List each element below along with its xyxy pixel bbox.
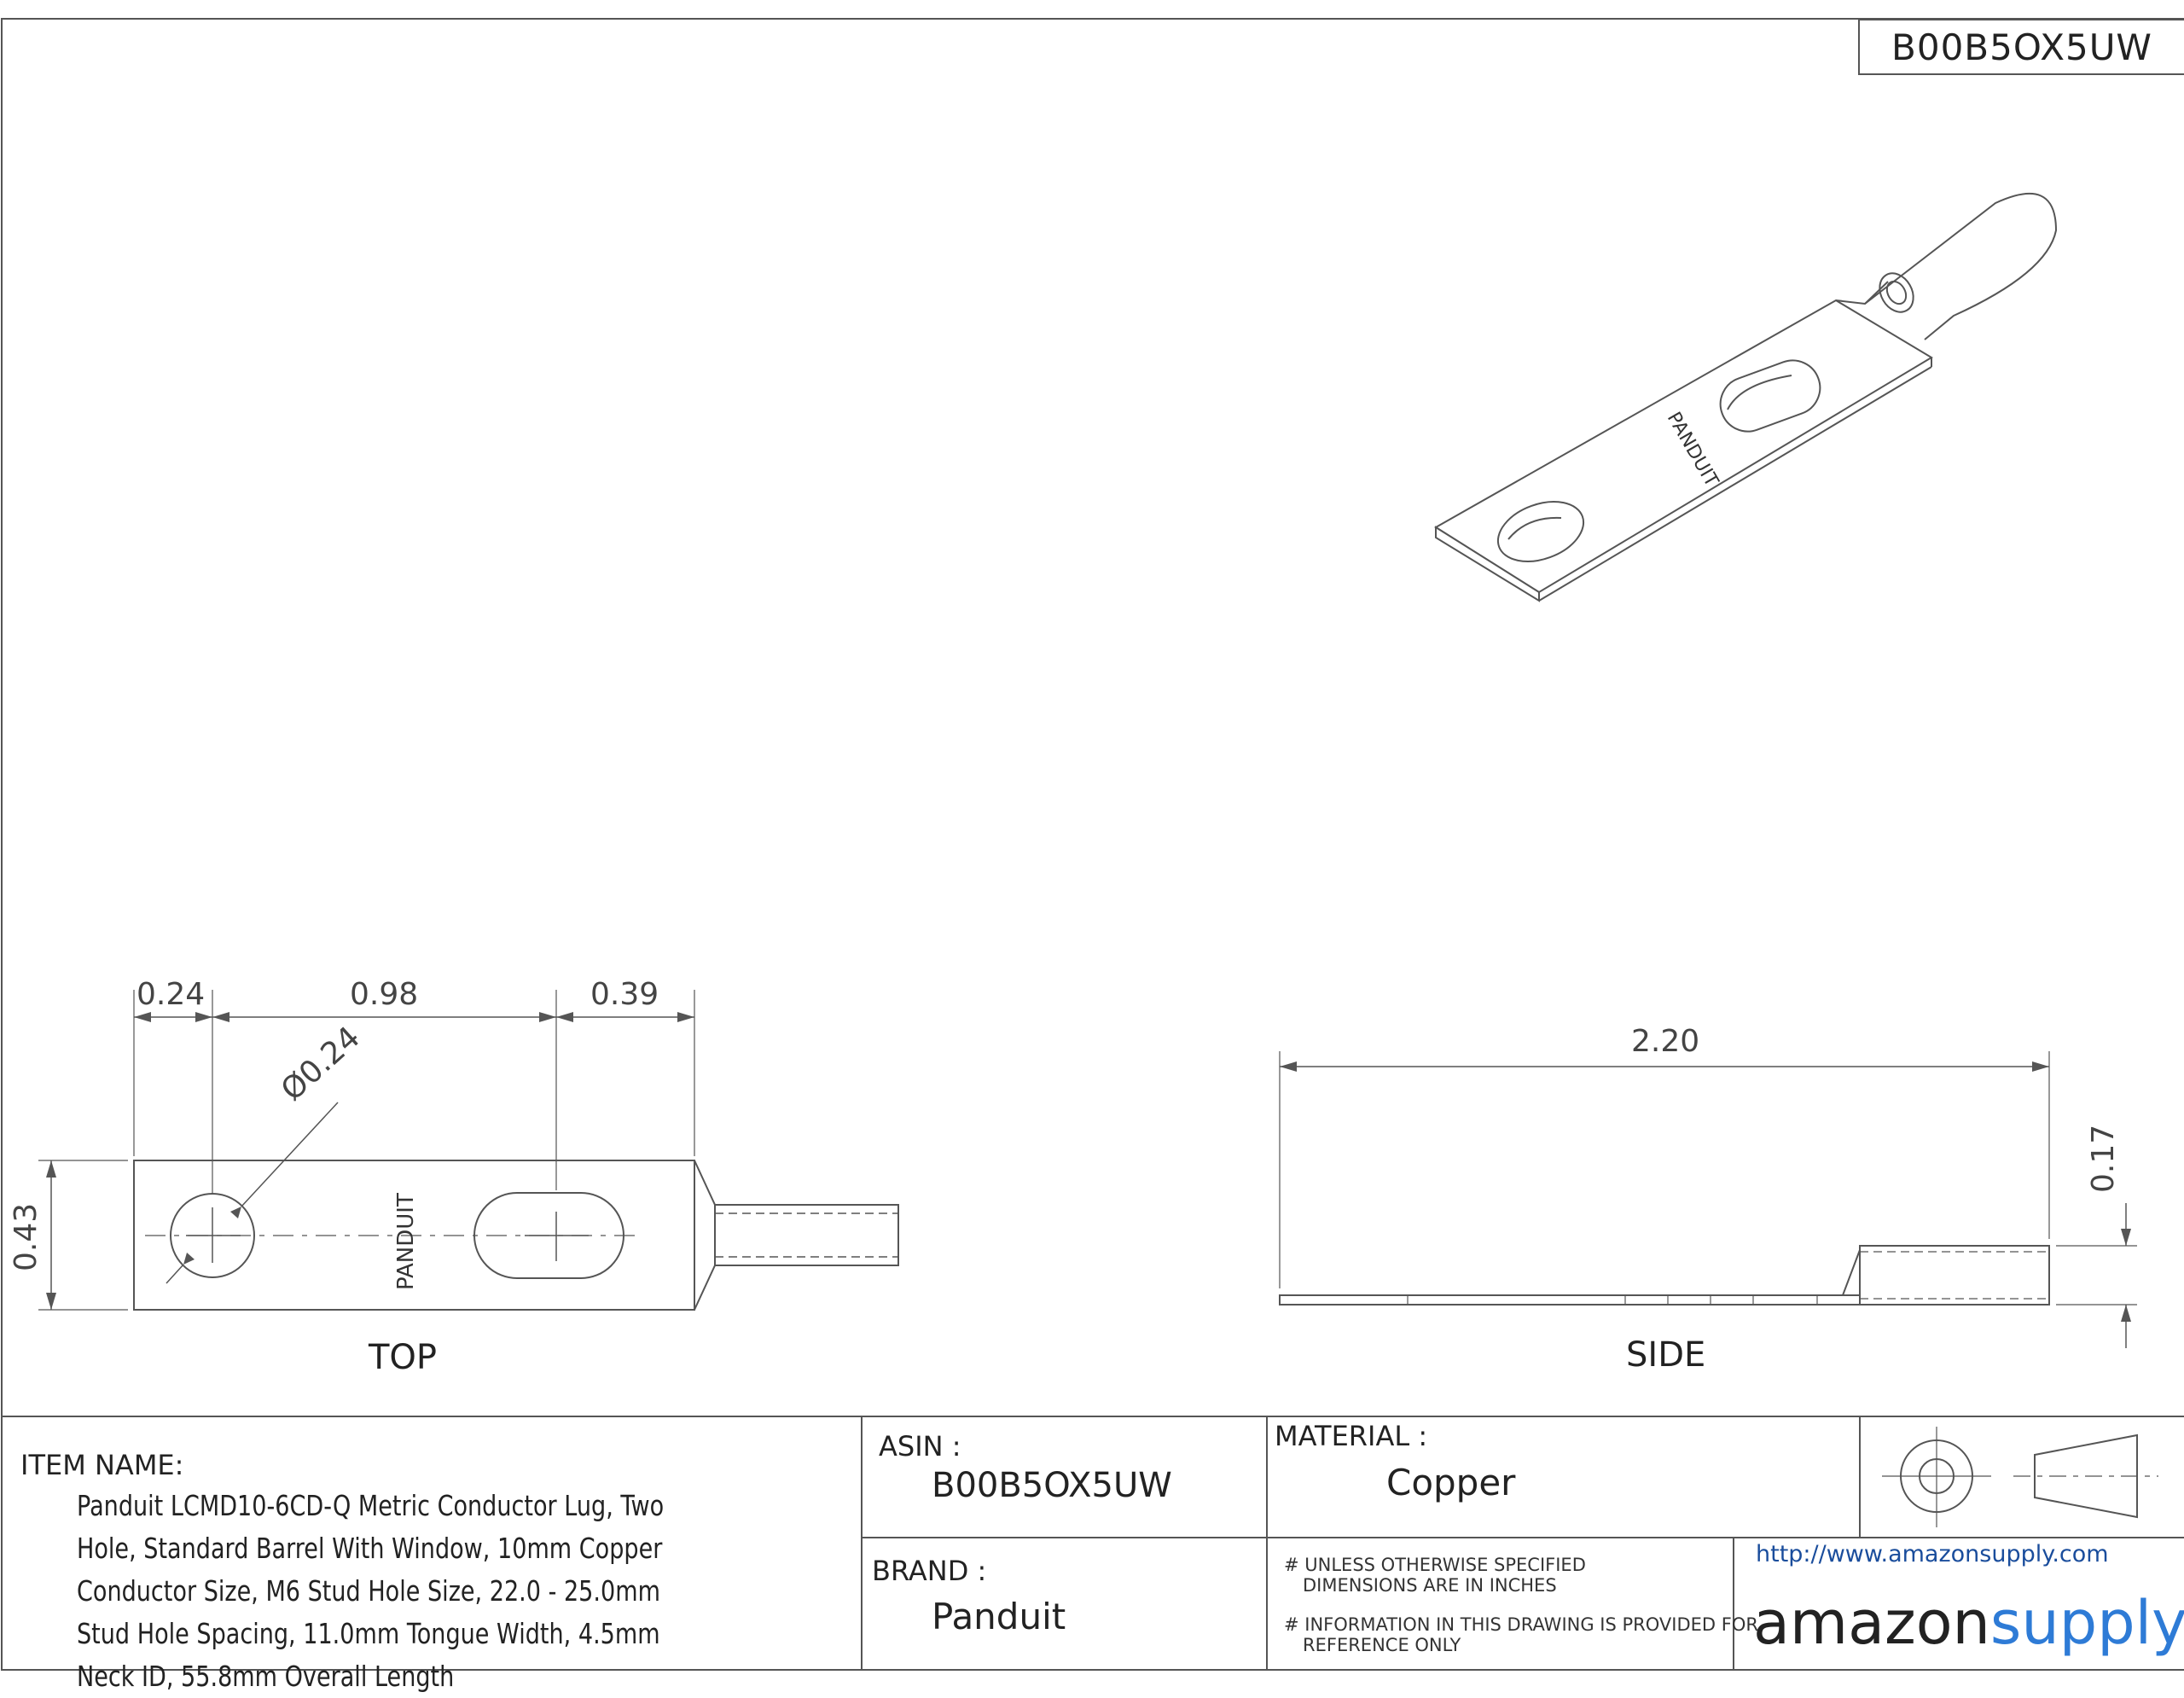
side-view-label: SIDE: [1626, 1335, 1706, 1375]
side-dim-height: 0.17: [2086, 1124, 2121, 1193]
item-name-label: ITEM NAME:: [20, 1449, 184, 1481]
top-dim-right: 0.39: [590, 977, 659, 1012]
material-value: Copper: [1386, 1462, 1516, 1503]
iso-view: [1434, 192, 2058, 602]
top-view-arrows: [46, 1012, 694, 1310]
side-dim-length: 2.20: [1631, 1024, 1700, 1059]
side-view: [1279, 1051, 2137, 1348]
logo-supply-text: supply: [1989, 1588, 2184, 1658]
side-view-arrows: [1280, 1061, 2131, 1322]
title-block-grid: [2, 1416, 2184, 1670]
asin-value: B00B5OX5UW: [932, 1466, 1172, 1505]
material-label: MATERIAL :: [1275, 1420, 1428, 1452]
top-dim-middle: 0.98: [350, 977, 419, 1012]
amazonsupply-logo: amazonsupply: [1753, 1589, 2184, 1657]
projection-symbol-icon: [1882, 1427, 2158, 1527]
brand-value: Panduit: [932, 1596, 1066, 1637]
note-units-line-2: DIMENSIONS ARE IN INCHES: [1303, 1575, 1557, 1596]
amazonsupply-link[interactable]: http://www.amazonsupply.com: [1756, 1541, 2109, 1567]
top-view-label: TOP: [369, 1338, 438, 1377]
logo-amazon-text: amazon: [1753, 1588, 1990, 1658]
sheet-border: [1, 18, 2184, 1671]
item-name-description: Panduit LCMD10-6CD-Q Metric Conductor Lu…: [77, 1489, 665, 1693]
note-units-line-1: # UNLESS OTHERWISE SPECIFIED: [1284, 1555, 1586, 1575]
top-view: [38, 990, 899, 1311]
asin-label: ASIN :: [879, 1430, 961, 1462]
brand-label: BRAND :: [872, 1555, 987, 1587]
asin-header-box: B00B5OX5UW: [1858, 19, 2184, 75]
top-dim-left: 0.24: [136, 977, 206, 1012]
top-panduit-marking: PANDUIT: [393, 1193, 419, 1290]
note-reference-line-2: REFERENCE ONLY: [1303, 1635, 1461, 1655]
note-reference-line-1: # INFORMATION IN THIS DRAWING IS PROVIDE…: [1284, 1614, 1758, 1635]
top-dim-height: 0.43: [9, 1202, 44, 1271]
